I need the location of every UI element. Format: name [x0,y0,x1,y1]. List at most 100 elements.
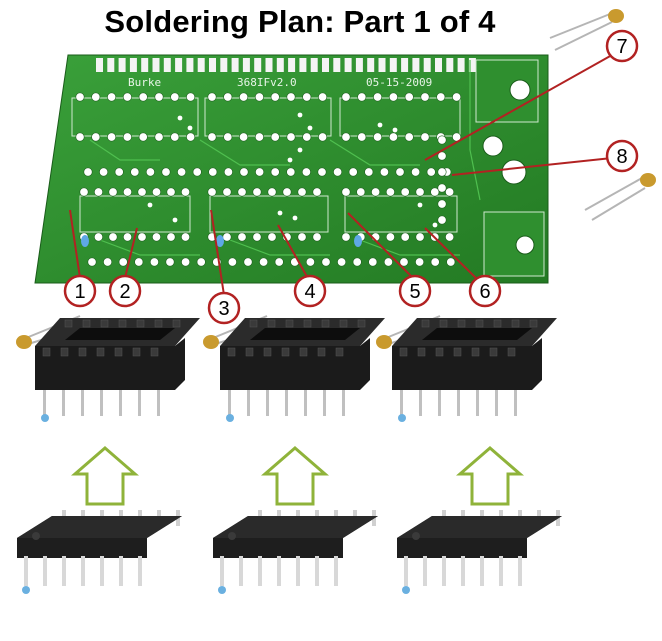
pcb-hole [255,168,263,176]
edge-pad [424,58,431,72]
ic-leg [220,556,224,586]
pcb-hole [76,93,84,101]
pcb-hole [287,133,295,141]
pcb-hole [166,258,174,266]
pcb-hole [238,188,246,196]
callout-number: 3 [218,298,229,320]
insert-arrow [460,448,520,504]
pcb-hole [152,233,160,241]
edge-pad [345,58,352,72]
callout-number: 7 [616,36,627,58]
pcb-hole [401,188,409,196]
assembly-1 [16,316,200,594]
pcb-hole [318,93,326,101]
mounting-hole [516,236,534,254]
pcb-hole [380,168,388,176]
pcb-hole [384,258,392,266]
pcb-subboard-bottom [484,212,544,276]
socket-leg [342,388,345,416]
callout-4: 4 [295,276,325,306]
pcb-hole [427,168,435,176]
pcb-hole [155,133,163,141]
insert-arrow [265,448,325,504]
mounting-hole [502,160,526,184]
edge-pad [333,58,340,72]
pcb-hole [438,184,446,192]
edge-pad [446,58,453,72]
pcb-hole [416,188,424,196]
mounting-hole [483,136,503,156]
callout-number: 1 [74,281,85,303]
ic-leg [43,556,47,586]
pcb-hole [389,93,397,101]
pcb-hole [259,258,267,266]
edge-pad [277,58,284,72]
pcb-hole [99,168,107,176]
pcb-hole [92,93,100,101]
pcb-via [298,113,303,118]
callout-8: 8 [607,141,637,171]
pcb-hole [452,93,460,101]
pcb-hole [167,188,175,196]
pcb-hole [369,258,377,266]
edge-pad [288,58,295,72]
pcb-hole [131,168,139,176]
pcb-hole [84,168,92,176]
pcb-hole [287,168,295,176]
edge-pad [401,58,408,72]
pcb-hole [396,168,404,176]
pcb-hole [238,233,246,241]
pcb-hole [271,133,279,141]
pcb-hole [353,258,361,266]
edge-pad [175,58,182,72]
pcb-hole [155,93,163,101]
ic-leg [277,556,281,586]
pcb-hole [186,133,194,141]
pcb-hole [421,133,429,141]
socket-leg [495,388,498,416]
socket-leg [247,388,250,416]
pcb-hole [92,133,100,141]
socket-leg [323,388,326,416]
pcb-hole [208,93,216,101]
socket-leg [62,388,65,416]
pcb-hole [240,168,248,176]
pcb-hole [342,133,350,141]
edge-pad [299,58,306,72]
callout-1: 1 [65,276,95,306]
edge-pad [153,58,160,72]
pcb-hole [177,168,185,176]
pcb-hole [438,216,446,224]
pin1-marker [398,414,406,422]
pcb-hole [438,136,446,144]
pcb-hole [228,258,236,266]
edge-pad [96,58,103,72]
socket-leg [438,388,441,416]
pcb-hole [181,233,189,241]
edge-pad [209,58,216,72]
pcb-via [308,126,313,131]
pcb-hole [373,93,381,101]
pcb-hole [138,233,146,241]
pcb-hole [411,168,419,176]
edge-pad [412,58,419,72]
edge-pad [435,58,442,72]
pcb-hole [193,168,201,176]
pcb-hole [431,258,439,266]
pcb-hole [186,93,194,101]
edge-pad [198,58,205,72]
pcb-hole [80,188,88,196]
pcb-hole [138,188,146,196]
pcb-hole [271,93,279,101]
pcb-hole [349,168,357,176]
pcb-hole [223,188,231,196]
pcb-hole [152,188,160,196]
edge-pad [220,58,227,72]
ic-leg [499,556,503,586]
pcb-via [178,116,183,121]
pcb-hole [318,168,326,176]
pcb-hole [275,258,283,266]
capacitor-body [16,335,32,349]
ic-leg [138,556,142,586]
